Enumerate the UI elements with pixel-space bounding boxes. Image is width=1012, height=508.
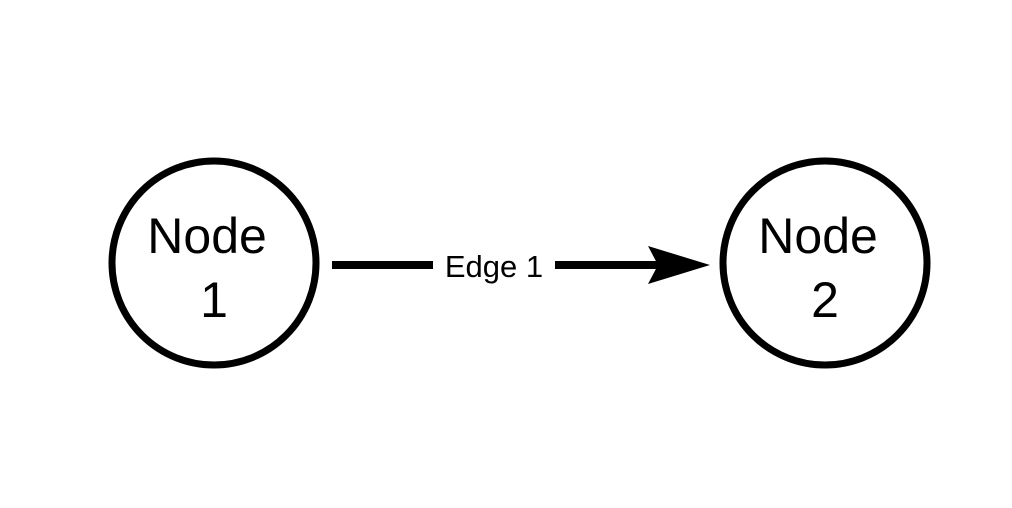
node-1-circle bbox=[108, 157, 320, 369]
node-1-label-line1: Node bbox=[147, 208, 267, 264]
node-2-label: Node 2 bbox=[758, 208, 891, 328]
node-1-label-line2: 1 bbox=[200, 272, 228, 328]
node-2-circle bbox=[719, 157, 931, 369]
edge-1: Edge 1 bbox=[332, 246, 710, 284]
node-2: Node 2 bbox=[719, 157, 931, 369]
edge-1-arrowhead-icon bbox=[648, 246, 710, 284]
node-2-label-line1: Node bbox=[758, 208, 878, 264]
node-1-label: Node 1 bbox=[147, 208, 280, 328]
node-1: Node 1 bbox=[108, 157, 320, 369]
edge-1-label: Edge 1 bbox=[445, 249, 543, 284]
node-2-label-line2: 2 bbox=[811, 272, 839, 328]
